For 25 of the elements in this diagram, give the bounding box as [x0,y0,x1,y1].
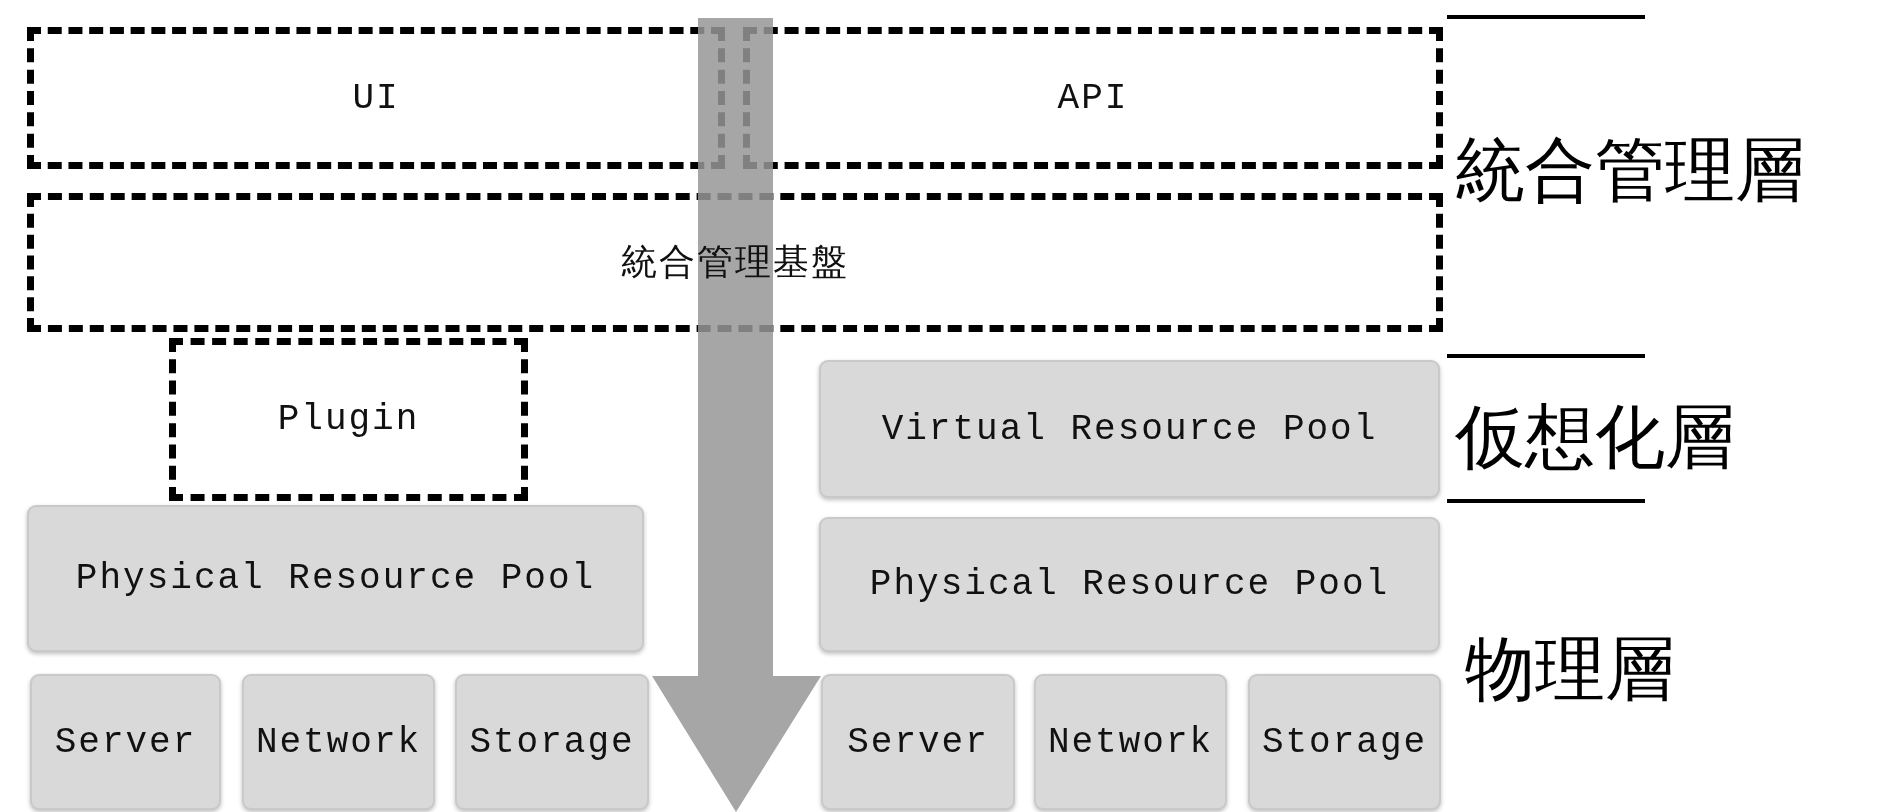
resource-box [27,505,644,652]
box-label: API [1057,77,1129,119]
box-label: Storage [1261,721,1428,763]
box-label: Storage [469,721,635,763]
layer-label: 仮想化層 [1455,402,1735,472]
box-label: Physical Resource Pool [75,558,596,599]
box-label: Plugin [277,399,420,440]
resource-box [819,517,1440,652]
layer-label: 物理層 [1465,634,1675,704]
box-label: Physical Resource Pool [869,564,1390,605]
resource-box [455,674,649,810]
box-label: Network [255,721,422,763]
box-label: Server [54,721,197,763]
box-label: 統合管理基盤 [621,243,849,287]
resource-box [821,674,1015,810]
layer-label: 統合管理層 [1455,135,1805,205]
resource-box [1034,674,1227,810]
box-label: Virtual Resource Pool [881,408,1378,450]
resource-box [819,360,1440,498]
resource-box [1248,674,1441,810]
box-label: Network [1047,721,1214,763]
box-label: UI [352,77,400,119]
resource-box [242,674,435,810]
box-label: Server [847,721,989,763]
resource-box [30,674,221,810]
